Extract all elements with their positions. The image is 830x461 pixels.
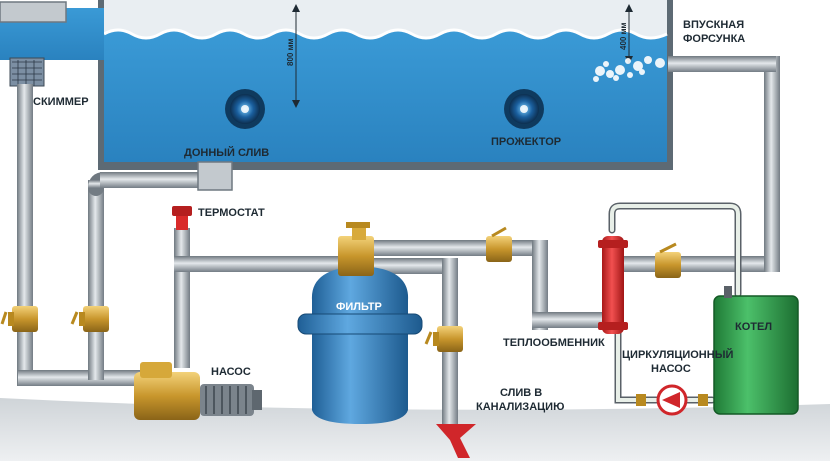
inlet-nozzle-spray: [593, 56, 665, 82]
spotlight-label: ПРОЖЕКТОР: [491, 136, 562, 148]
valve-drain: [424, 326, 463, 352]
heat-exchanger-label: ТЕПЛООБМЕННИК: [503, 337, 605, 349]
drain-label-1: СЛИВ В: [500, 387, 543, 399]
filter-label: ФИЛЬТР: [336, 301, 382, 313]
dimension-800: [292, 4, 300, 108]
spotlight-lamp: [504, 89, 544, 129]
valve-bottom-drain: [70, 306, 109, 332]
inlet-nozzle-label-2: ФОРСУНКА: [683, 33, 746, 45]
skimmer: [0, 1, 104, 87]
circulation-pump-label-1: ЦИРКУЛЯЦИОННЫЙ: [622, 349, 734, 361]
heat-exchanger: [598, 236, 628, 334]
filter: [297, 222, 423, 424]
boiler-label: КОТЕЛ: [735, 321, 773, 333]
inlet-nozzle-label-1: ВПУСКНАЯ: [683, 19, 745, 31]
dimension-400: [625, 4, 633, 64]
depth-800-label: 800 мм: [286, 38, 295, 66]
thermostat: [172, 206, 192, 230]
pump-label: НАСОС: [211, 366, 251, 378]
drain-label-2: КАНАЛИЗАЦИЮ: [476, 401, 565, 413]
skimmer-label: СКИММЕР: [33, 96, 89, 108]
drain-funnel: [436, 424, 476, 458]
circulation-pump-label-2: НАСОС: [651, 363, 691, 375]
pool-tank: [98, 0, 673, 170]
bottom-drain-label: ДОННЫЙ СЛИВ: [184, 147, 270, 159]
pump: [134, 362, 262, 420]
bottom-drain-lamp: [225, 89, 265, 129]
valve-hx-outlet: [655, 242, 681, 278]
depth-400-label: 400 мм: [619, 22, 628, 50]
thermostat-label: ТЕРМОСТАТ: [198, 207, 265, 219]
floor: [0, 398, 830, 461]
valve-hx-inlet: [486, 226, 512, 262]
valve-skimmer: [0, 306, 38, 332]
circulation-pump: [636, 384, 708, 416]
boiler: [713, 286, 799, 415]
